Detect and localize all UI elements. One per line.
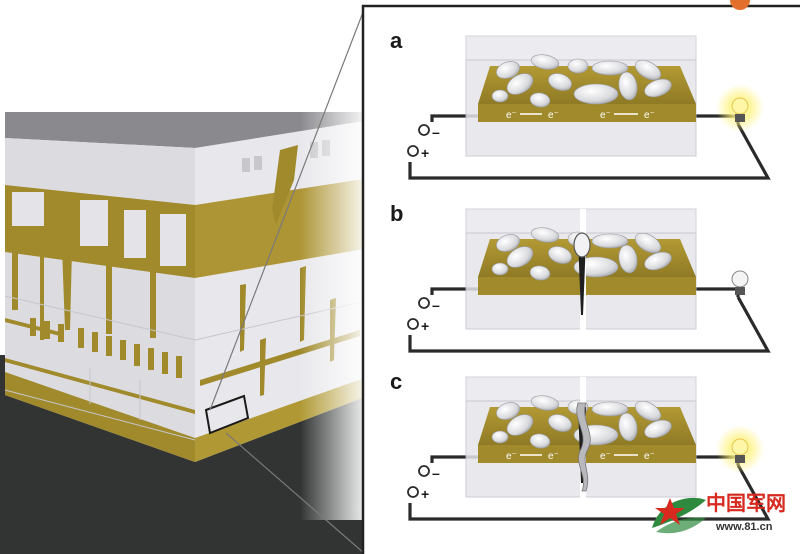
microcapsule-9 bbox=[644, 419, 672, 439]
microcapsule-3 bbox=[591, 233, 629, 249]
microcapsule-2 bbox=[567, 58, 589, 74]
zoom-line-bottom bbox=[225, 432, 366, 554]
microcapsule-8 bbox=[618, 71, 638, 101]
microcapsule-3 bbox=[591, 60, 629, 76]
microcapsule-1 bbox=[530, 54, 560, 70]
watermark: 中国军网 www.81.cn bbox=[652, 491, 786, 534]
electron-label: e⁻ bbox=[644, 451, 655, 462]
gold-lines-left bbox=[5, 318, 195, 414]
electron-label: e⁻ bbox=[506, 110, 517, 121]
microcapsule-0 bbox=[496, 402, 520, 420]
terminal-negative-icon bbox=[418, 297, 430, 309]
microcapsule-8 bbox=[618, 244, 638, 274]
watermark-cn: 中国军网 bbox=[706, 491, 786, 515]
microcapsule-11 bbox=[491, 262, 509, 276]
circuit-block-illustration bbox=[0, 100, 371, 554]
electron-label: e⁻ bbox=[600, 110, 611, 121]
band-cutouts bbox=[12, 192, 186, 266]
electron-label: e⁻ bbox=[506, 451, 517, 462]
microcapsule-10 bbox=[529, 433, 551, 449]
gold-trim-left bbox=[5, 372, 195, 462]
terminal-negative-label: – bbox=[432, 465, 440, 481]
microcapsule-10 bbox=[529, 265, 551, 281]
terminal-positive-label: + bbox=[421, 145, 429, 161]
block-roof bbox=[5, 112, 370, 148]
microcapsule-6 bbox=[548, 414, 572, 432]
panel-label: a bbox=[390, 28, 403, 53]
microcapsule-0 bbox=[496, 61, 520, 79]
panel-c: c –+ e⁻ e⁻ e⁻ e⁻ bbox=[390, 369, 771, 521]
panels-container: a–+e⁻e⁻e⁻e⁻b–+c–+e⁻e⁻e⁻e⁻ bbox=[390, 28, 771, 521]
microcapsule-4 bbox=[634, 232, 662, 254]
microcapsule-9 bbox=[644, 251, 672, 271]
electron-label: e⁻ bbox=[548, 451, 559, 462]
terminal-negative-icon bbox=[418, 124, 430, 136]
bulb-lit-icon bbox=[716, 425, 764, 473]
microcapsule-4 bbox=[634, 59, 662, 81]
panel-label: b bbox=[390, 201, 403, 226]
panel-a: a –+ e⁻ e⁻ e⁻ e⁻ bbox=[390, 28, 771, 180]
microcapsule-11 bbox=[491, 430, 509, 444]
terminal-negative-icon bbox=[418, 465, 430, 477]
gold-film-front bbox=[478, 104, 696, 122]
crack-line bbox=[578, 239, 586, 315]
microcapsule-6 bbox=[548, 246, 572, 264]
bulb-lit-icon bbox=[716, 84, 764, 132]
microcapsule-9 bbox=[644, 78, 672, 98]
frame-corner-mark bbox=[730, 0, 750, 10]
bulb-off-icon bbox=[731, 270, 749, 295]
terminal-positive-icon bbox=[407, 486, 419, 498]
electron-label: e⁻ bbox=[644, 110, 655, 121]
watermark-url: www.81.cn bbox=[715, 521, 773, 533]
microcapsule-8 bbox=[618, 412, 638, 442]
electron-label: e⁻ bbox=[600, 451, 611, 462]
terminal-negative-label: – bbox=[432, 124, 440, 140]
panel-label: c bbox=[390, 369, 402, 394]
microcapsule-5 bbox=[506, 414, 534, 436]
microcapsule-5 bbox=[506, 73, 534, 95]
ruptured-capsule bbox=[573, 232, 591, 258]
zoom-line-top bbox=[209, 6, 366, 411]
microcapsule-4 bbox=[634, 400, 662, 422]
microcapsule-5 bbox=[506, 246, 534, 268]
microcapsule-1 bbox=[530, 395, 560, 411]
terminal-positive-label: + bbox=[421, 486, 429, 502]
terminal-positive-icon bbox=[407, 145, 419, 157]
terminal-negative-label: – bbox=[432, 297, 440, 313]
microcapsule-7 bbox=[573, 83, 619, 105]
microcapsule-1 bbox=[530, 227, 560, 243]
box-top bbox=[465, 35, 697, 61]
electron-label: e⁻ bbox=[548, 110, 559, 121]
gold-film-front bbox=[478, 277, 696, 295]
gold-film-front bbox=[478, 445, 696, 463]
zoom-marker bbox=[204, 394, 250, 435]
watermark-star-icon bbox=[655, 498, 685, 525]
microcapsule-0 bbox=[496, 234, 520, 252]
terminal-positive-icon bbox=[407, 318, 419, 330]
watermark-swoosh-icon bbox=[656, 517, 706, 534]
microcapsule-6 bbox=[548, 73, 572, 91]
healing-fill bbox=[576, 402, 591, 492]
microcapsule-3 bbox=[591, 401, 629, 417]
microcapsule-10 bbox=[529, 92, 551, 108]
terminal-positive-label: + bbox=[421, 318, 429, 334]
fade-overlay bbox=[300, 100, 370, 520]
panel-b: b –+ bbox=[390, 201, 771, 353]
microcapsule-11 bbox=[491, 89, 509, 103]
